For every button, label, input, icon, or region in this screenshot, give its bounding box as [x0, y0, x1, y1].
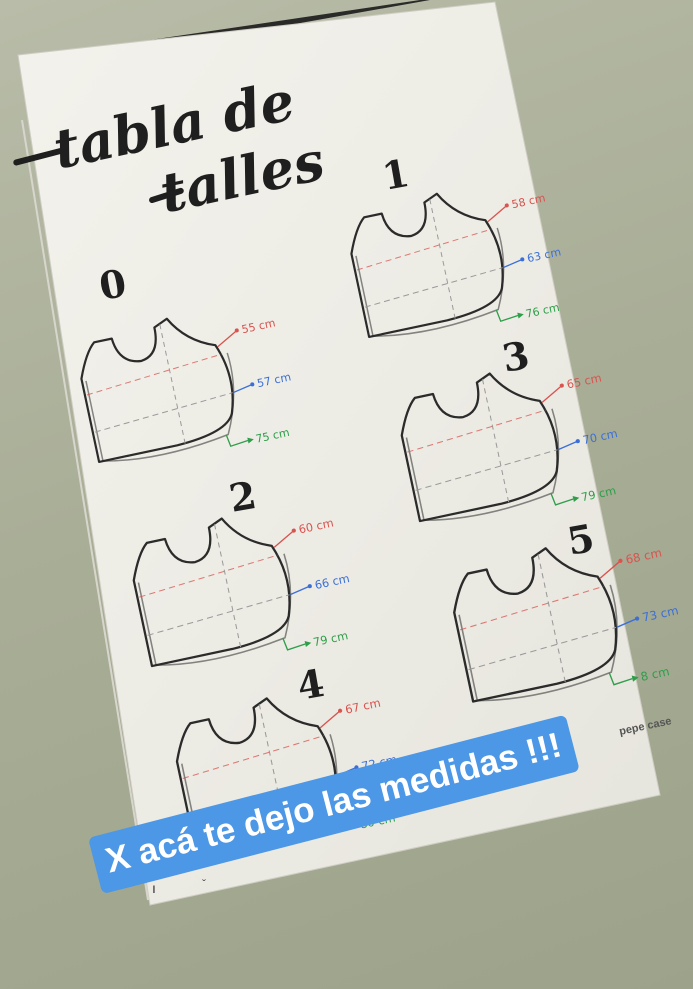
- measure-arrow: [487, 204, 508, 223]
- measure-arrow: [616, 617, 638, 628]
- arrow-head: [504, 203, 509, 208]
- paper-sheet: [17, 1, 661, 906]
- waist-guide-line: [468, 626, 617, 671]
- chest-guide-line: [182, 735, 325, 780]
- arrow-head: [307, 584, 312, 589]
- arrow-head: [520, 257, 525, 262]
- garment-outline: [400, 372, 559, 523]
- measure-label: 73 cm: [641, 603, 680, 624]
- title: tabla de talles: [13, 68, 330, 225]
- measure-arrow: [319, 710, 341, 729]
- measure-arrow: [282, 637, 306, 651]
- center-guide-line: [429, 199, 456, 319]
- garment-outline: [132, 517, 291, 668]
- arrow-head: [338, 708, 343, 713]
- pencil-mark: ı: [152, 880, 156, 896]
- arrow-head: [572, 495, 580, 503]
- pencil-mark: ˇ: [202, 877, 206, 891]
- measure-label: 68 cm: [624, 546, 663, 567]
- waist-guide-line: [94, 392, 233, 433]
- arrow-head: [559, 383, 564, 388]
- measure-arrow: [233, 383, 253, 394]
- measure-arrow: [503, 258, 523, 269]
- measure-label: 8 cm: [639, 664, 670, 684]
- arrow-head: [234, 328, 239, 333]
- arrow-head: [250, 382, 255, 387]
- center-guide-line: [159, 324, 186, 444]
- chest-guide-line: [86, 353, 222, 396]
- arrow-head: [631, 675, 639, 682]
- waist-guide-line: [415, 449, 558, 491]
- waist-guide-line: [147, 594, 290, 636]
- measure-arrow: [550, 492, 574, 506]
- measure-arrow: [558, 440, 579, 451]
- garment-outline: [453, 547, 618, 703]
- arrow-head: [517, 312, 524, 319]
- measure-arrow: [290, 585, 311, 596]
- chest-guide-line: [139, 554, 279, 598]
- measure-arrow: [608, 672, 633, 686]
- arrow-head: [634, 616, 640, 621]
- measure-arrow: [541, 385, 563, 403]
- measure-arrow: [217, 329, 238, 348]
- chest-guide-line: [407, 409, 547, 453]
- measure-label: 70 cm: [581, 426, 618, 447]
- waist-guide-line: [364, 267, 503, 308]
- arrow-head: [247, 437, 254, 444]
- arrow-head: [291, 528, 296, 533]
- measure-arrow: [273, 530, 295, 548]
- center-guide-line: [482, 379, 510, 503]
- center-guide-line: [214, 524, 242, 648]
- arrow-head: [618, 558, 623, 563]
- garment-outline: [350, 192, 504, 339]
- chest-guide-line: [356, 228, 492, 271]
- garment-outline: [80, 317, 234, 464]
- center-guide-line: [537, 554, 566, 683]
- paper-fold: [21, 119, 149, 901]
- chest-guide-line: [459, 585, 605, 631]
- measure-arrow: [225, 434, 249, 448]
- arrow-head: [575, 439, 580, 444]
- measure-arrow: [599, 560, 621, 579]
- arrow-head: [304, 640, 312, 648]
- measure-arrow: [495, 309, 519, 323]
